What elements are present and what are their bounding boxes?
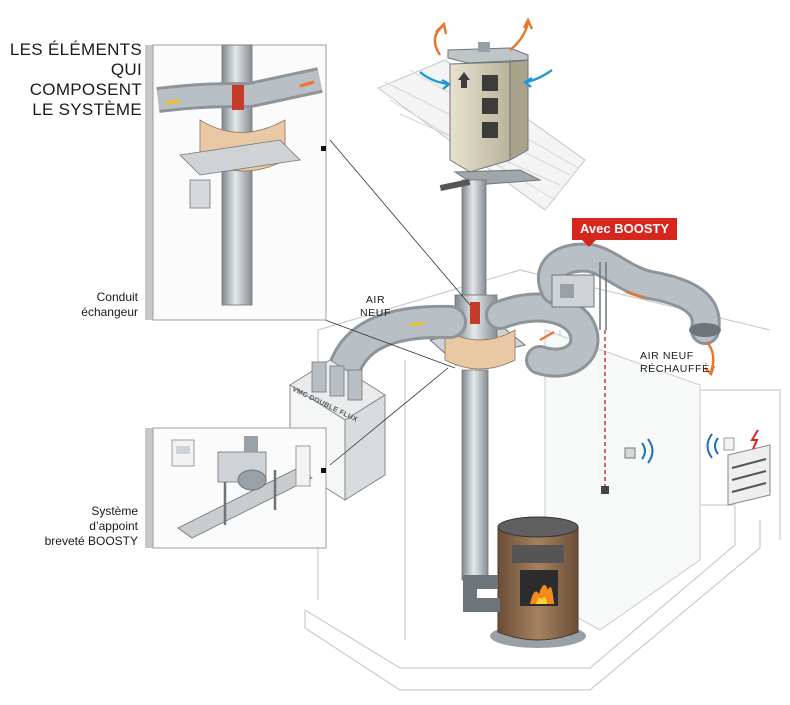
label-air-neuf-line-1: AIR	[365, 294, 386, 306]
diagram-title: LES ÉLÉMENTS QUI COMPOSENT LE SYSTÈME	[6, 40, 142, 120]
label-air-rechauffe-line-2: RÉCHAUFFÉ	[640, 363, 710, 375]
boosty-badge: Avec BOOSTY	[572, 218, 678, 247]
leader-lines	[324, 139, 471, 466]
electrical-panel	[723, 429, 771, 506]
title-line-2: QUI COMPOSENT	[29, 60, 142, 99]
label-air-neuf: AIR NEUF	[360, 294, 391, 320]
inset-boosty	[145, 427, 327, 549]
flue-pipe-bottom	[461, 369, 489, 581]
label-systeme-line-1: Système	[91, 504, 138, 518]
title-line-3: LE SYSTÈME	[32, 100, 142, 119]
label-systeme-line-3: breveté BOOSTY	[44, 534, 138, 548]
flue-pipe-top	[461, 179, 487, 296]
label-air-rechauffe-line-1: AIR NEUF	[640, 350, 694, 362]
pellet-stove	[490, 516, 586, 648]
label-systeme-appoint: Système d’appoint breveté BOOSTY	[20, 504, 138, 549]
label-air-neuf-rechauffe: AIR NEUF RÉCHAUFFÉ	[640, 350, 710, 376]
label-conduit-line-2: échangeur	[81, 305, 138, 319]
label-conduit-line-1: Conduit	[96, 290, 138, 304]
wifi-icon	[624, 433, 719, 464]
stove-connector	[463, 575, 500, 612]
label-systeme-line-2: d’appoint	[89, 519, 138, 533]
boosty-unit	[551, 262, 607, 330]
air-flow-arrows	[409, 17, 716, 377]
duct-outlet	[689, 323, 721, 337]
exchanger-node	[428, 294, 527, 370]
inset-exchanger	[145, 44, 327, 321]
label-conduit-echangeur: Conduit échangeur	[40, 290, 138, 320]
title-line-1: LES ÉLÉMENTS	[9, 40, 142, 59]
label-air-neuf-line-2: NEUF	[360, 307, 391, 319]
